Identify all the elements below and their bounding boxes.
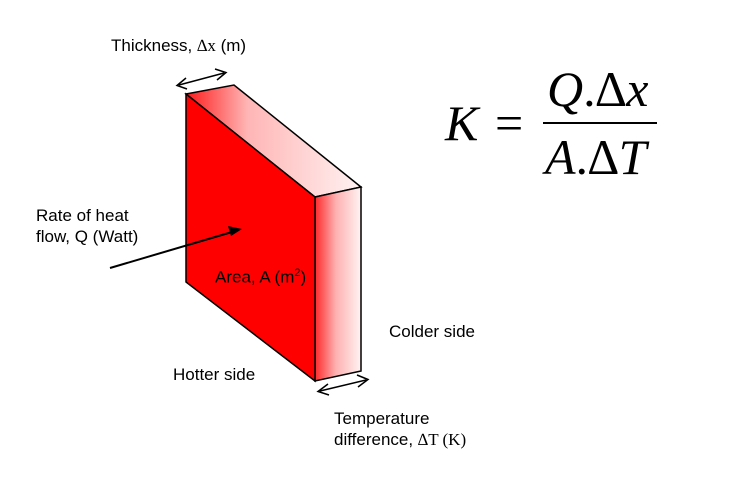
area-label-superscript: 2: [294, 267, 301, 279]
formula-den-t: T: [618, 129, 647, 185]
thickness-unit: (m): [215, 36, 247, 55]
heat-flow-rate-line-2: flow, Q (Watt): [36, 227, 139, 246]
formula-num-dot: .: [583, 61, 596, 117]
area-label: Area, A (m2): [215, 263, 306, 288]
temperature-difference-symbol: ∆T (K): [417, 430, 467, 449]
area-label-close: ): [300, 267, 307, 287]
formula-den-delta: ∆: [588, 129, 619, 185]
formula-equals: =: [495, 95, 524, 151]
thickness-label: Thickness, ∆x (m): [111, 35, 246, 56]
formula-den-a: A: [545, 129, 576, 185]
formula-fraction-bar: [543, 122, 657, 124]
formula-num-q: Q: [547, 61, 584, 117]
hotter-side-label: Hotter side: [173, 365, 256, 384]
formula-numerator: Q.∆x: [547, 60, 648, 118]
temperature-difference-line-1: Temperature: [334, 409, 430, 428]
formula-den-dot: .: [575, 129, 589, 185]
area-label-text: Area, A (m: [215, 267, 295, 287]
thickness-label-text: Thickness,: [111, 36, 197, 55]
temperature-difference-line-2: difference, ∆T (K): [334, 429, 466, 450]
thickness-symbol: ∆x: [196, 36, 216, 55]
formula-num-delta: ∆: [595, 61, 627, 117]
heat-flow-rate-label: Rate of heat flow, Q (Watt): [36, 205, 138, 247]
slab-front-face: [185, 92, 316, 383]
slab-side-face: [314, 186, 362, 382]
temperature-difference-arrow: [316, 374, 370, 396]
colder-side-label: Colder side: [389, 322, 475, 341]
heat-flow-rate-line-1: Rate of heat: [36, 206, 129, 225]
temperature-difference-text: difference,: [334, 430, 418, 449]
formula-denominator: A.∆T: [545, 128, 646, 186]
formula-num-x: x: [626, 61, 649, 117]
thickness-arrow: [175, 68, 228, 90]
heat-flow-arrow: [109, 226, 242, 269]
temperature-difference-label: Temperature difference, ∆T (K): [334, 408, 466, 450]
thermal-conductivity-formula: K = Q.∆x A.∆T: [445, 61, 670, 186]
formula-lhs: K: [445, 95, 479, 151]
